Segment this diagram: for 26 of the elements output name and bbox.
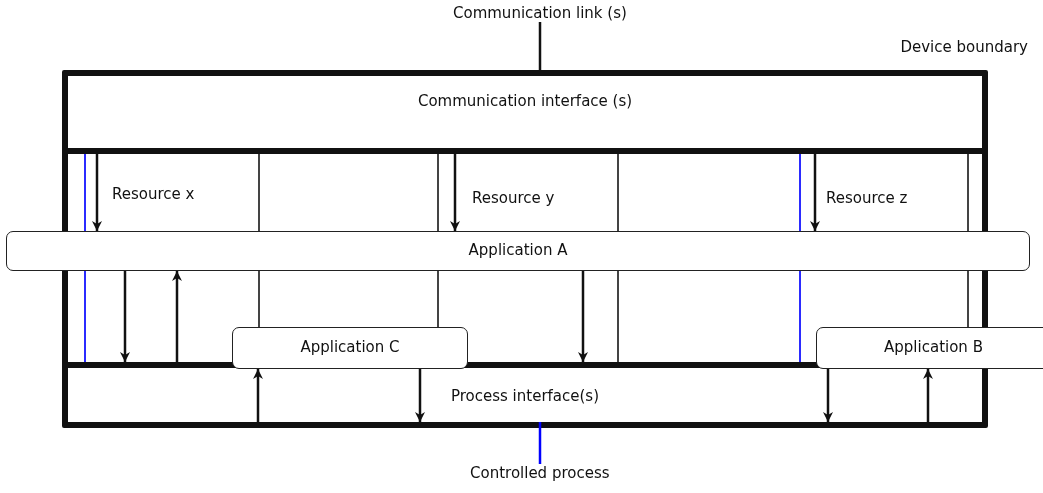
resource-label: Resource x bbox=[112, 185, 195, 203]
connector-line bbox=[538, 422, 542, 464]
arrow bbox=[450, 154, 460, 231]
arrow bbox=[823, 369, 833, 422]
arrow bbox=[415, 369, 425, 422]
application-label: Application B bbox=[883, 338, 984, 356]
interface-label: Communication interface (s) bbox=[416, 92, 634, 110]
arrow bbox=[923, 369, 933, 422]
arrow bbox=[92, 154, 102, 231]
resource-label: Resource z bbox=[826, 189, 908, 207]
application-box bbox=[816, 327, 1043, 369]
application-label: Application C bbox=[299, 338, 401, 356]
resource-label: Resource y bbox=[472, 189, 555, 207]
application-box bbox=[232, 327, 468, 369]
arrow bbox=[578, 271, 588, 362]
arrow bbox=[810, 154, 820, 231]
connector-line bbox=[538, 22, 542, 70]
interface-label: Process interface(s) bbox=[449, 387, 601, 405]
arrow bbox=[172, 271, 182, 362]
application-label: Application A bbox=[467, 241, 569, 259]
text-label: Communication link (s) bbox=[453, 4, 627, 22]
arrow bbox=[253, 369, 263, 422]
arrow bbox=[120, 271, 130, 362]
device-label: Device boundary bbox=[900, 38, 1028, 56]
text-label: Controlled process bbox=[470, 464, 610, 482]
application-box bbox=[6, 231, 1030, 271]
